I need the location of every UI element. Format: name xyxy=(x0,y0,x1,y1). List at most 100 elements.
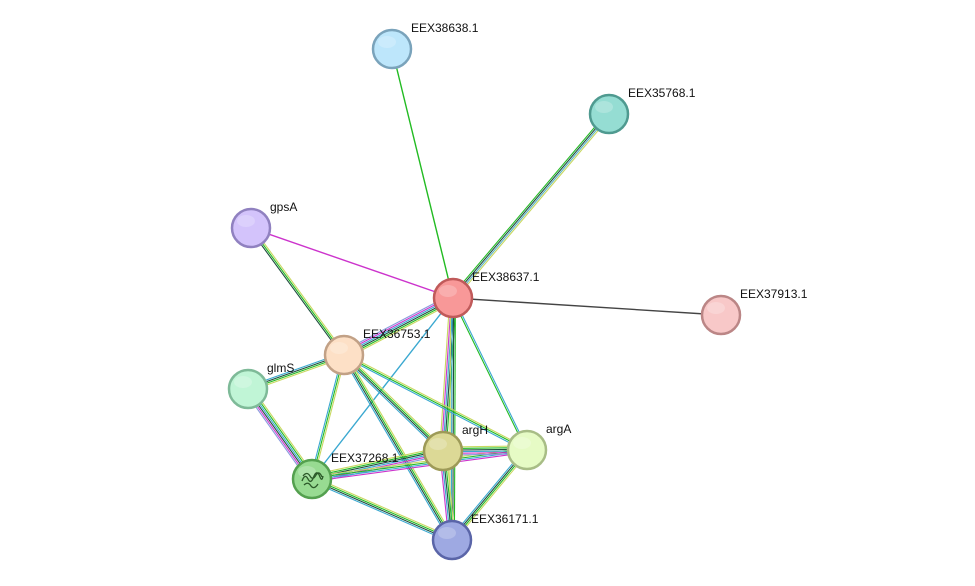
edge-line xyxy=(345,301,456,360)
node-circle[interactable] xyxy=(700,294,742,336)
node-circle[interactable] xyxy=(431,519,473,561)
edge-line xyxy=(309,354,343,479)
edge-line xyxy=(312,450,528,481)
edge-eex38637-1-arga xyxy=(451,297,529,451)
edge-line xyxy=(439,297,451,451)
node-circle[interactable] xyxy=(227,368,269,410)
edge-line xyxy=(345,353,455,540)
edge-line xyxy=(345,352,446,450)
edge-line xyxy=(445,298,457,452)
node-highlight xyxy=(513,437,531,449)
node-gpsa[interactable]: gpsA xyxy=(230,200,297,249)
edge-line xyxy=(311,446,443,476)
edge-eex38637-1-eex35768-1 xyxy=(450,112,612,300)
edge-eex38637-1-eex37913-1 xyxy=(452,297,722,316)
edge-line xyxy=(250,227,345,356)
edge-line xyxy=(343,355,527,452)
node-label: EEX38637.1 xyxy=(472,270,540,284)
edge-line xyxy=(249,228,344,357)
node-label: gpsA xyxy=(270,200,297,214)
node-argh[interactable]: argH xyxy=(422,423,488,472)
edge-line xyxy=(451,298,527,451)
node-label: EEX35768.1 xyxy=(628,86,696,100)
node-circle[interactable] xyxy=(432,277,474,319)
node-label: EEX37268.1 xyxy=(331,451,399,465)
edge-eex38637-1-argh xyxy=(439,297,457,452)
node-highlight xyxy=(438,527,456,539)
edge-line xyxy=(451,113,609,298)
edge-line xyxy=(453,298,456,541)
edge-line xyxy=(344,354,444,451)
node-label: argA xyxy=(546,422,571,436)
edge-line xyxy=(312,476,454,539)
edge-line xyxy=(391,48,454,299)
edge-eex38637-1-eex36753-1 xyxy=(341,293,456,360)
node-circle[interactable] xyxy=(506,429,548,471)
node-label: argH xyxy=(462,423,488,437)
node-circle[interactable] xyxy=(230,207,272,249)
node-label: EEX36171.1 xyxy=(471,512,539,526)
node-highlight xyxy=(330,342,348,354)
node-highlight xyxy=(378,36,396,48)
node-label: EEX36753.1 xyxy=(363,327,431,341)
node-eex38638-1[interactable]: EEX38638.1 xyxy=(371,21,479,70)
edge-line xyxy=(454,115,612,300)
node-eex37268-1[interactable]: EEX37268.1 xyxy=(291,451,399,500)
edge-line xyxy=(341,355,451,542)
edge-line xyxy=(312,451,528,482)
edge-line xyxy=(440,297,452,451)
edge-line xyxy=(342,295,453,354)
edge-line xyxy=(453,297,529,450)
edge-line xyxy=(453,114,611,299)
edge-eex36753-1-eex36171-1 xyxy=(341,353,455,542)
node-glms[interactable]: glmS xyxy=(227,361,294,410)
edge-line xyxy=(344,298,454,357)
edge-gpsa-eex36753-1 xyxy=(249,226,346,357)
node-highlight xyxy=(429,438,447,450)
edge-eex36753-1-eex37268-1 xyxy=(309,354,347,480)
edge-line xyxy=(452,298,455,541)
node-highlight xyxy=(439,285,457,297)
edge-line xyxy=(344,299,455,358)
edge-line xyxy=(344,354,454,540)
edge-line xyxy=(444,298,456,452)
node-eex36753-1[interactable]: EEX36753.1 xyxy=(323,327,431,376)
edge-line xyxy=(341,356,442,454)
edge-line xyxy=(343,355,443,452)
node-arga[interactable]: argA xyxy=(506,422,571,471)
edge-eex36753-1-arga xyxy=(343,353,528,452)
edge-line xyxy=(311,448,443,478)
edge-line xyxy=(310,480,452,543)
node-circle[interactable] xyxy=(371,28,413,70)
edge-line xyxy=(341,293,452,352)
edge-layer xyxy=(244,48,722,543)
node-label: EEX38638.1 xyxy=(411,21,479,35)
edge-line xyxy=(311,479,452,542)
node-label: EEX37913.1 xyxy=(740,287,808,301)
edge-line xyxy=(312,477,453,540)
node-eex35768-1[interactable]: EEX35768.1 xyxy=(588,86,696,135)
edge-line xyxy=(344,353,528,450)
node-highlight xyxy=(234,376,252,388)
edge-line xyxy=(450,112,608,297)
node-circle[interactable] xyxy=(422,430,464,472)
edge-line xyxy=(343,296,453,355)
node-circle[interactable] xyxy=(291,458,333,500)
node-circle[interactable] xyxy=(323,334,365,376)
edge-eex37268-1-eex36171-1 xyxy=(310,476,454,543)
edge-line xyxy=(442,297,454,452)
node-highlight xyxy=(707,302,725,314)
node-eex38637-1[interactable]: EEX38637.1 xyxy=(432,270,540,319)
node-eex37913-1[interactable]: EEX37913.1 xyxy=(700,287,808,336)
edge-line xyxy=(452,297,722,316)
edge-line xyxy=(250,227,454,299)
edge-eex38637-1-eex38638-1 xyxy=(391,48,454,299)
node-label: glmS xyxy=(267,361,294,375)
node-circle[interactable] xyxy=(588,93,630,135)
node-eex36171-1[interactable]: EEX36171.1 xyxy=(431,512,539,561)
edge-line xyxy=(251,226,346,355)
edge-line xyxy=(342,355,452,541)
edge-eex36753-1-argh xyxy=(341,352,446,454)
